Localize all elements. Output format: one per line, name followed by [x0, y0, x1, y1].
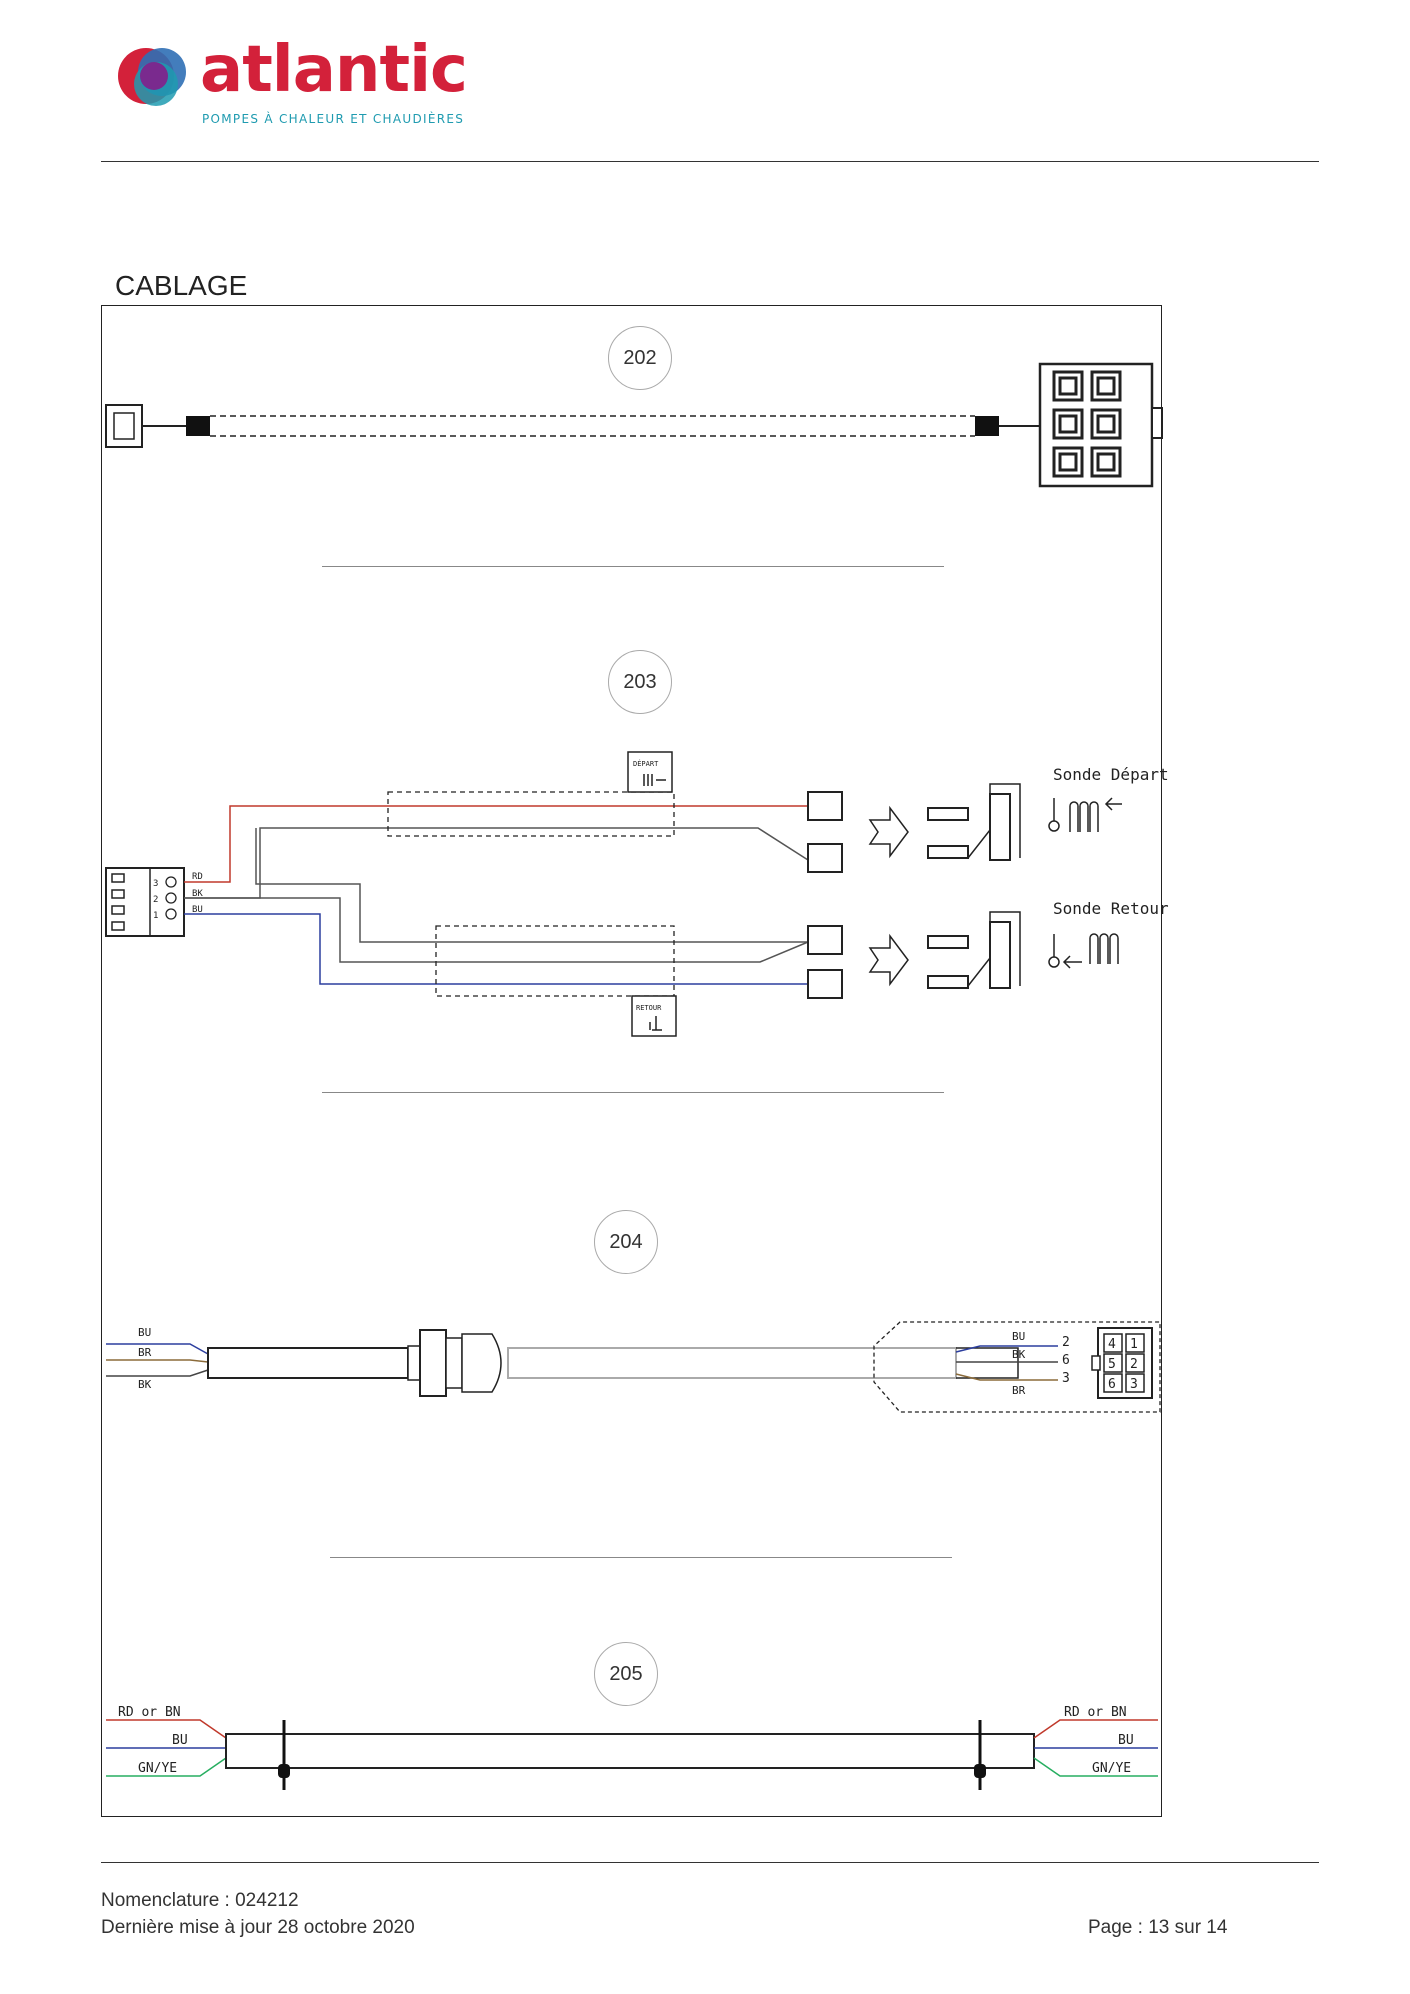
right-wire-bk: BK: [1012, 1348, 1026, 1361]
brand-tagline: POMPES À CHALEUR ET CHAUDIÈRES: [202, 112, 465, 126]
conn-pin-5: 5: [1108, 1357, 1116, 1372]
cable-205: RD or BN BU GN/YE RD or BN BU GN/YE: [106, 1705, 1158, 1790]
right-wire-rd-bn: RD or BN: [1064, 1705, 1127, 1720]
brand-name: atlantic: [200, 33, 468, 107]
footer-updated: Dernière mise à jour 28 octobre 2020: [101, 1917, 415, 1938]
wire-rd-label: RD: [192, 872, 203, 882]
left-wire-bk: BK: [138, 1378, 152, 1391]
wiring-frame: [101, 305, 1162, 1817]
wire-bk-label: BK: [192, 889, 203, 899]
diagram-203-badge: 203: [608, 650, 672, 714]
brand-logo: atlantic POMPES À CHALEUR ET CHAUDIÈRES: [112, 36, 492, 136]
pin-2-label: 2: [153, 895, 158, 905]
sensor-retour-icon: [1048, 933, 1119, 969]
sonde-depart-label: Sonde Départ: [1053, 765, 1169, 784]
tag-retour: RETOUR: [636, 1004, 662, 1012]
conn-pin-3: 3: [1130, 1377, 1138, 1392]
cable-203: 3 2 1 RD BK BU DÉPART RETOUR: [105, 751, 1169, 1037]
sensor-depart-icon: [1048, 797, 1122, 832]
tag-depart: DÉPART: [633, 759, 659, 768]
right-pin-3: 3: [1062, 1371, 1070, 1386]
pin-3-label: 3: [153, 879, 158, 889]
section-title: CABLAGE: [115, 270, 248, 301]
separator-1: [322, 566, 944, 567]
footer-page: Page : 13 sur 14: [1088, 1917, 1228, 1938]
left-wire-bu: BU: [138, 1326, 151, 1339]
sonde-retour-label: Sonde Retour: [1053, 899, 1169, 918]
cable-202: [105, 362, 1163, 488]
right-wire-gnye: GN/YE: [1092, 1761, 1131, 1776]
footer-rule: [101, 1862, 1319, 1863]
right-wire-br: BR: [1012, 1384, 1026, 1397]
left-wire-br: BR: [138, 1346, 152, 1359]
separator-2: [322, 1092, 944, 1093]
conn-pin-1: 1: [1130, 1337, 1138, 1352]
cable-204: BU BR BK BU BK BR 2 6 3 4 1 5 2 6: [106, 1321, 1161, 1413]
conn-pin-6: 6: [1108, 1377, 1116, 1392]
header-rule: [101, 161, 1319, 162]
right-wire-bu: BU: [1118, 1733, 1134, 1748]
diagram-205-badge: 205: [594, 1642, 658, 1706]
right-wire-bu: BU: [1012, 1330, 1025, 1343]
pin-1-label: 1: [153, 911, 158, 921]
diagram-202-badge: 202: [608, 326, 672, 390]
footer-nomenclature: Nomenclature : 024212: [101, 1890, 299, 1911]
logo-mark-icon: [118, 48, 186, 106]
wire-bu-label: BU: [192, 905, 203, 915]
diagram-204-badge: 204: [594, 1210, 658, 1274]
left-wire-gnye: GN/YE: [138, 1761, 177, 1776]
right-pin-2: 2: [1062, 1335, 1070, 1350]
left-wire-bu: BU: [172, 1733, 188, 1748]
left-wire-rd-bn: RD or BN: [118, 1705, 181, 1720]
right-pin-6: 6: [1062, 1353, 1070, 1368]
separator-3: [330, 1557, 952, 1558]
conn-pin-2: 2: [1130, 1357, 1138, 1372]
conn-pin-4: 4: [1108, 1337, 1116, 1352]
